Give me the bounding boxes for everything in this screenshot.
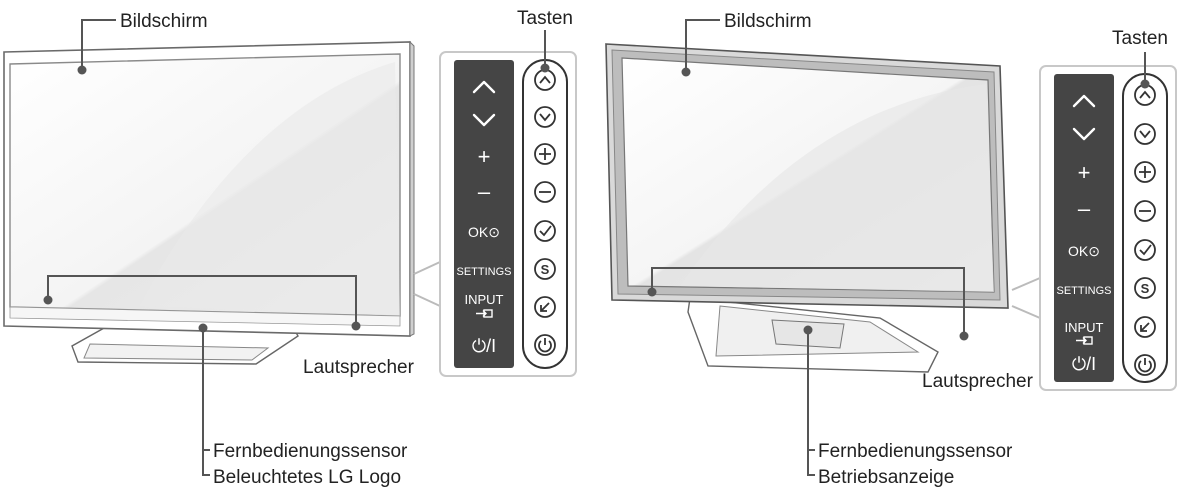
right-buttons-label: Tasten: [1112, 28, 1168, 49]
left-sensor-dot: [198, 323, 208, 333]
left-key-minus: –: [478, 179, 491, 204]
left-input-icon[interactable]: [534, 296, 556, 318]
right-screen-leader: [685, 19, 720, 72]
right-key-minus: –: [1078, 196, 1091, 221]
right-speaker-bracket: [651, 267, 965, 336]
left-check-icon[interactable]: [534, 220, 556, 242]
right-chevron-down-icon[interactable]: [1134, 123, 1156, 145]
right-key-input: INPUT: [1065, 320, 1104, 335]
right-check-icon[interactable]: [1134, 239, 1156, 261]
right-screen-dot: [681, 67, 691, 77]
left-buttons-callout: + – OK⊙ SETTINGS INPUT ⏻/I: [413, 8, 577, 377]
left-settings-s-icon[interactable]: S: [534, 258, 556, 280]
right-power-label: Betriebsanzeige: [818, 467, 954, 488]
left-screen-dot: [77, 65, 87, 75]
left-speaker-bracket: [47, 275, 357, 326]
left-chevron-up-icon[interactable]: [534, 69, 556, 91]
left-speaker-dot-right: [351, 321, 361, 331]
left-speaker-dot-left: [43, 295, 53, 305]
left-input-arrow-icon: [476, 309, 493, 318]
right-key-panel: [1054, 74, 1114, 382]
left-key-settings: SETTINGS: [456, 266, 511, 278]
svg-text:S: S: [541, 262, 550, 277]
right-sensor-leader: [807, 330, 815, 476]
right-speaker-dot-right: [959, 331, 969, 341]
right-speaker-dot-left: [647, 287, 657, 297]
left-key-up: [472, 80, 496, 94]
right-key-down: [1072, 127, 1096, 141]
right-key-up: [1072, 94, 1096, 108]
right-key-settings: SETTINGS: [1056, 285, 1111, 297]
svg-text:S: S: [1141, 281, 1150, 296]
right-tv-stand: [687, 297, 939, 373]
left-screen-leader: [81, 19, 116, 70]
left-minus-icon[interactable]: [534, 181, 556, 203]
right-chevron-up-icon[interactable]: [1134, 84, 1156, 106]
right-tv: Bildschirm Lautsprecher Fernbedienungsse…: [605, 11, 1034, 488]
left-key-panel: [454, 60, 514, 368]
left-key-input: INPUT: [465, 292, 504, 307]
right-screen-label: Bildschirm: [724, 11, 812, 32]
right-buttons-callout: + – OK⊙ SETTINGS INPUT ⏻/I: [1011, 28, 1177, 391]
left-key-down: [472, 113, 496, 127]
right-input-icon[interactable]: [1134, 316, 1156, 338]
right-speaker-label: Lautsprecher: [922, 371, 1034, 392]
left-tv: Bildschirm Lautsprecher Fernbedienungsse…: [3, 11, 415, 488]
left-buttons-label: Tasten: [517, 8, 573, 29]
right-plus-icon[interactable]: [1134, 161, 1156, 183]
right-input-arrow-icon: [1076, 336, 1093, 345]
left-sensor-leader: [202, 328, 210, 476]
right-sensor-dot: [803, 325, 813, 335]
right-key-plus: +: [1078, 160, 1091, 185]
left-key-plus: +: [478, 144, 491, 169]
left-screen-label: Bildschirm: [120, 11, 208, 32]
left-plus-icon[interactable]: [534, 143, 556, 165]
left-key-power: ⏻/I: [472, 336, 496, 356]
left-power-icon[interactable]: [534, 334, 556, 356]
right-key-ok: OK⊙: [1068, 243, 1100, 259]
left-sensor-label: Fernbedienungssensor: [213, 441, 408, 462]
left-chevron-down-icon[interactable]: [534, 106, 556, 128]
right-settings-s-icon[interactable]: S: [1134, 277, 1156, 299]
left-logo-label: Beleuchtetes LG Logo: [213, 467, 401, 488]
right-key-power: ⏻/I: [1072, 354, 1096, 374]
right-minus-icon[interactable]: [1134, 200, 1156, 222]
right-power-icon[interactable]: [1134, 354, 1156, 376]
right-sensor-label: Fernbedienungssensor: [818, 441, 1013, 462]
left-speaker-label: Lautsprecher: [303, 357, 415, 378]
left-key-ok: OK⊙: [468, 224, 500, 240]
